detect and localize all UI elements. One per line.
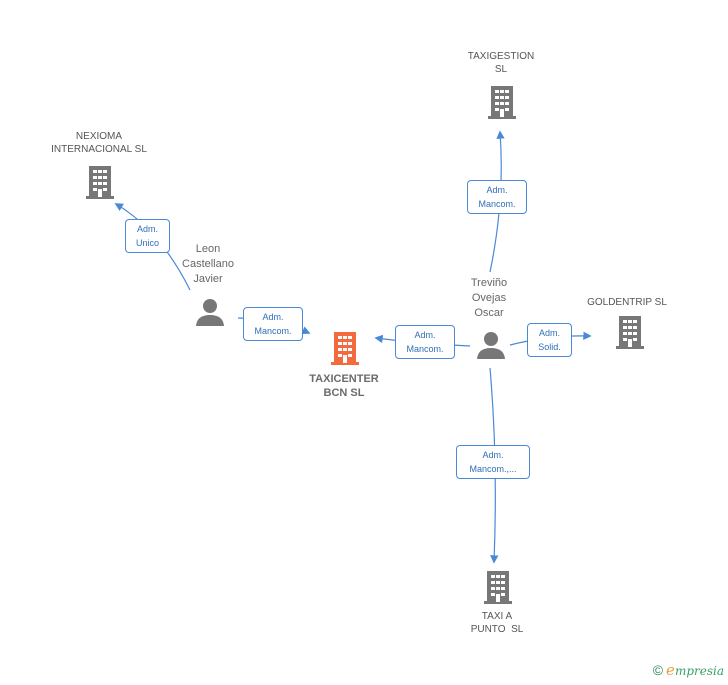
company-label-nexioma: NEXIOMA INTERNACIONAL SL <box>51 131 147 155</box>
empresia-logo[interactable]: ©empresia <box>653 661 724 679</box>
person-icon[interactable] <box>195 297 225 327</box>
edge-label-trevino-taxicenter[interactable]: Adm. Mancom. <box>395 325 455 359</box>
edge-label-trevino-goldentrip[interactable]: Adm. Solid. <box>527 323 572 357</box>
company-label-taxigestion: TAXIGESTION SL <box>467 51 535 75</box>
company-label-taxi-a-punto: TAXI A PUNTO SL <box>470 611 524 635</box>
company-label-goldentrip: GOLDENTRIP SL <box>587 297 667 308</box>
building-icon[interactable] <box>482 569 514 605</box>
edge-label-leon-nexioma[interactable]: Adm. Unico <box>125 219 170 253</box>
person-label-trevino: Treviño Ovejas Oscar <box>470 277 508 319</box>
company-label-taxicenter: TAXICENTER BCN SL <box>309 373 379 399</box>
person-label-leon: Leon Castellano Javier <box>182 243 234 285</box>
edge-label-leon-taxicenter[interactable]: Adm. Mancom. <box>243 307 303 341</box>
building-icon[interactable] <box>84 164 116 200</box>
focus-building-icon[interactable] <box>329 330 361 366</box>
building-icon[interactable] <box>614 314 646 350</box>
brand-initial: e <box>666 661 675 679</box>
copyright-icon: © <box>652 662 664 678</box>
edge-label-trevino-taxiapunto[interactable]: Adm. Mancom.,... <box>456 445 530 479</box>
person-icon[interactable] <box>476 330 506 360</box>
brand-name: mpresia <box>674 664 724 678</box>
building-icon[interactable] <box>486 84 518 120</box>
edge-label-trevino-taxigestion[interactable]: Adm. Mancom. <box>467 180 527 214</box>
